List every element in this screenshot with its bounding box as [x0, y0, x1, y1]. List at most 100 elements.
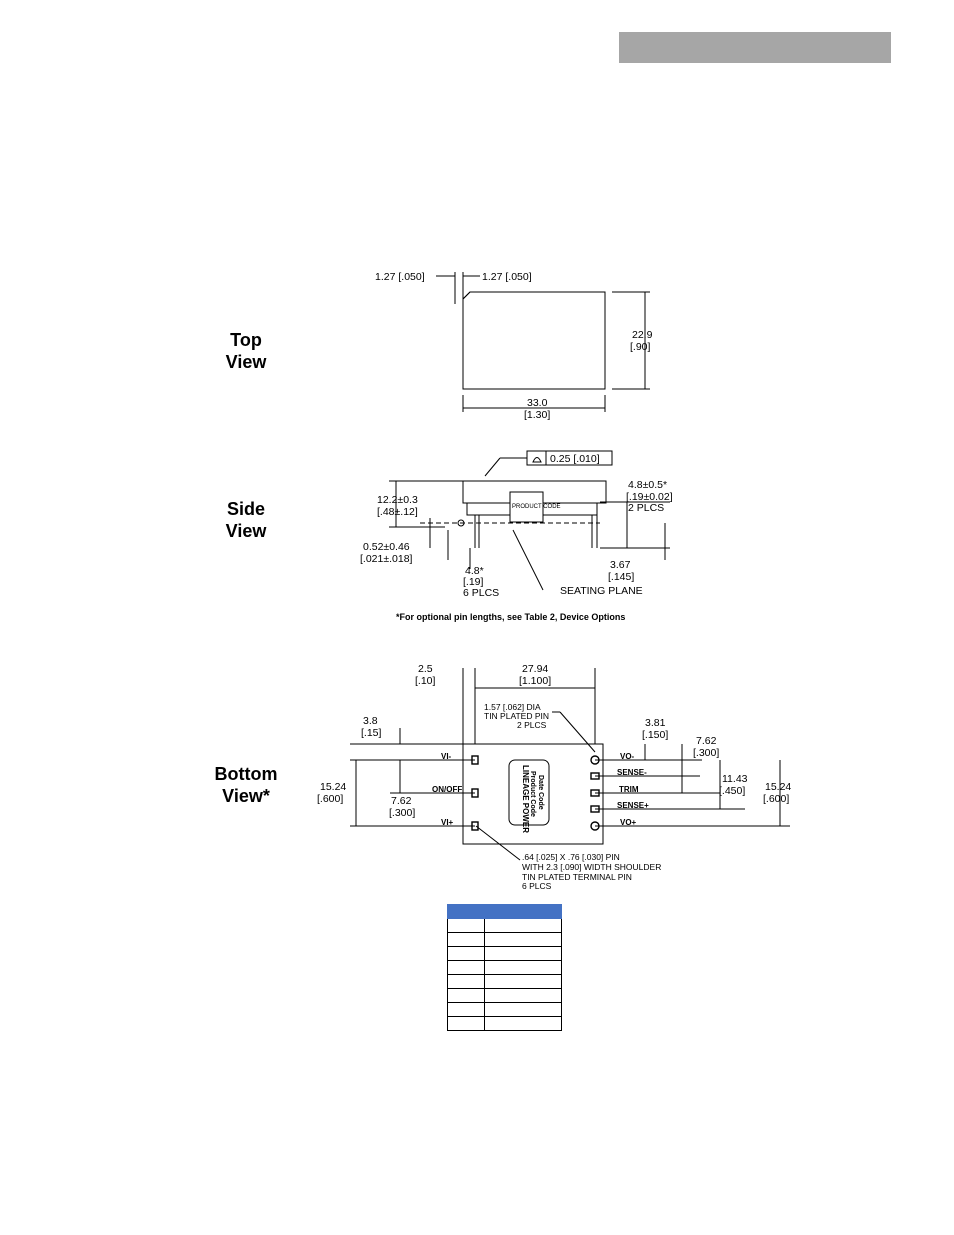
module-label-line2: Product Code [529, 771, 536, 817]
pin-table-body [447, 918, 562, 1031]
bottom-in-span-mm: 15.24 [320, 781, 346, 793]
pin-label-vo-plus: VO+ [620, 818, 637, 827]
module-label-line1: LINEAGE POWER [521, 765, 530, 833]
bottom-out-mid-in: [.300] [693, 747, 719, 759]
bottom-view-pins [471, 755, 600, 831]
table-cell [484, 1016, 562, 1031]
bottom-out-top-in: [.150] [642, 729, 668, 741]
top-corner-right-dim: 1.27 [.050] [482, 271, 532, 283]
bottom-span-mm: 27.94 [522, 663, 548, 675]
table-cell [447, 974, 485, 989]
top-height-mm: 22.9 [632, 329, 653, 341]
bottom-view-outline [350, 668, 790, 861]
table-cell [447, 918, 485, 933]
top-corner-left-dim: 1.27 [.050] [375, 271, 425, 283]
module-label-line3: Date Code [537, 775, 544, 810]
bottom-pin-line2: WITH 2.3 [.090] WIDTH SHOULDER [522, 862, 661, 872]
table-cell [447, 960, 485, 975]
pin-table-header-cell [447, 904, 485, 919]
bottom-out-mid-mm: 7.62 [696, 735, 717, 747]
table-cell [447, 988, 485, 1003]
bottom-out-span-in: [.450] [719, 785, 745, 797]
side-standoff-in: [.145] [608, 571, 634, 583]
top-height-in: [.90] [630, 341, 651, 353]
bottom-in-mid-mm: 7.62 [391, 795, 412, 807]
bottom-edge-mm: 2.5 [418, 663, 433, 675]
side-pin-len-mm: 4.8* [465, 565, 484, 577]
table-cell [447, 1016, 485, 1031]
side-view-label-line2: View [225, 521, 267, 541]
pin-label-vi-plus: VI+ [441, 818, 454, 827]
side-view-outline [389, 450, 670, 591]
table-row [447, 1002, 562, 1017]
pin-table-header-cell [484, 904, 562, 919]
table-row [447, 946, 562, 961]
side-pin-dia-mm: 0.52±0.46 [363, 541, 410, 553]
bottom-span-in: [1.100] [519, 675, 551, 687]
table-cell [484, 988, 562, 1003]
side-pin-dia-in: [.021±.018] [360, 553, 413, 565]
side-seating-plane: SEATING PLANE [560, 585, 643, 597]
top-view-label-line2: View [225, 352, 267, 372]
pin-label-on-off: ON/OFF [432, 785, 462, 794]
bottom-out-span-mm: 11.43 [722, 773, 748, 785]
bottom-dia-line1: 1.57 [.062] DIA [484, 702, 541, 712]
top-width-in: [1.30] [524, 409, 550, 421]
bottom-top-off-in: [.15] [361, 727, 382, 739]
bottom-view-label: Bottom View* [196, 763, 296, 807]
bottom-view-label-line2: View* [222, 786, 270, 806]
module-label: LINEAGE POWER Product Code Date Code [521, 765, 544, 833]
bottom-top-off-mm: 3.8 [363, 715, 378, 727]
header-bar [619, 32, 891, 63]
footnote: *For optional pin lengths, see Table 2, … [396, 612, 626, 622]
side-height-in: [.48±.12] [377, 506, 418, 518]
bottom-edge-in: [.10] [415, 675, 436, 687]
side-standoff-mm: 3.67 [610, 559, 631, 571]
pin-label-sense-minus: SENSE- [617, 768, 647, 777]
side-out-pin-mm: 4.8±0.5* [628, 479, 667, 491]
side-out-pin-in: [.19±0.02] [626, 491, 673, 503]
bottom-dia-line2: TIN PLATED PIN [484, 711, 549, 721]
bottom-pin-line4: 6 PLCS [522, 881, 552, 891]
top-view-label: Top View [206, 329, 286, 373]
table-row [447, 932, 562, 947]
table-row [447, 974, 562, 989]
bottom-dia-line3: 2 PLCS [517, 720, 547, 730]
bottom-right-span-mm: 15.24 [765, 781, 791, 793]
table-cell [484, 960, 562, 975]
table-cell [447, 932, 485, 947]
pin-table-header [447, 904, 562, 919]
table-cell [484, 974, 562, 989]
side-view-label-line1: Side [226, 499, 265, 519]
side-height-mm: 12.2±0.3 [377, 494, 418, 506]
table-row [447, 1016, 562, 1031]
side-pin-len-in: [.19] [463, 576, 484, 588]
pin-label-trim: TRIM [619, 785, 639, 794]
table-row [447, 918, 562, 933]
bottom-pin-line3: TIN PLATED TERMINAL PIN [522, 872, 632, 882]
table-cell [447, 1002, 485, 1017]
side-product-code: PRODUCT CODE [512, 504, 561, 510]
side-flatness: 0.25 [.010] [550, 453, 600, 465]
side-pin-len-qty: 6 PLCS [463, 587, 499, 599]
pin-label-vi-minus: VI- [441, 752, 452, 761]
table-cell [484, 1002, 562, 1017]
pin-label-vo-minus: VO- [620, 752, 635, 761]
pin-table [447, 904, 562, 1031]
side-out-pin-qty: 2 PLCS [628, 502, 664, 514]
top-view-outline [436, 272, 650, 412]
side-view-label: Side View [206, 498, 286, 542]
table-cell [447, 946, 485, 961]
table-row [447, 988, 562, 1003]
table-row [447, 960, 562, 975]
bottom-out-top-mm: 3.81 [645, 717, 666, 729]
top-view-label-line1: Top [230, 330, 262, 350]
table-cell [484, 932, 562, 947]
bottom-in-mid-in: [.300] [389, 807, 415, 819]
bottom-pin-line1: .64 [.025] X .76 [.030] PIN [522, 852, 620, 862]
pin-label-sense-plus: SENSE+ [617, 801, 649, 810]
table-cell [484, 946, 562, 961]
bottom-in-span-in: [.600] [317, 793, 343, 805]
bottom-view-label-line1: Bottom [214, 764, 278, 784]
